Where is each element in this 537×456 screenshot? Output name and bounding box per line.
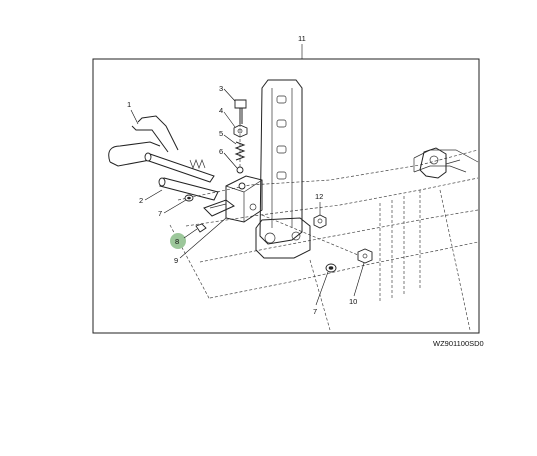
- highlight-callout-8: [170, 233, 186, 249]
- vertical-upright: [255, 79, 311, 259]
- bolt-part-8: [195, 223, 207, 233]
- callout-11: 11: [298, 34, 306, 43]
- callouts: 1 2 3 4 5 6 7 8 9 12 10 7: [127, 84, 365, 316]
- callout-3: 3: [219, 84, 223, 93]
- tractor-frame-outline: [169, 149, 479, 331]
- callout-7-bottom: 7: [313, 307, 317, 316]
- nut-12-hole: [317, 218, 323, 224]
- callout-6: 6: [219, 147, 223, 156]
- leader-10: [353, 262, 365, 297]
- leader-4: [223, 111, 236, 128]
- hitch-pin-assembly: [108, 115, 263, 223]
- callout-5: 5: [219, 129, 223, 138]
- spring-part-5: [234, 141, 246, 161]
- diagram-frame: [92, 58, 480, 334]
- callout-1: 1: [127, 100, 131, 109]
- callout-4: 4: [219, 106, 223, 115]
- leader-5: [223, 134, 237, 145]
- ball-part-6: [236, 166, 244, 174]
- leader-9: [179, 217, 227, 259]
- leader-7-bottom: [315, 271, 329, 306]
- callout-12: 12: [315, 192, 323, 201]
- leader-1: [130, 109, 139, 125]
- nut-10-hole: [362, 253, 368, 259]
- nut-part-4: [233, 124, 248, 138]
- leader-6: [223, 152, 238, 169]
- figure-code: WZ901100SD0: [433, 339, 484, 348]
- rear-bracket: [419, 147, 461, 179]
- callout-9: 9: [174, 256, 178, 265]
- callout-2: 2: [139, 196, 143, 205]
- leader-3: [223, 88, 236, 102]
- callout-8: 8: [175, 237, 179, 246]
- washer-7-bottom-hole: [328, 266, 334, 270]
- nut-part-12: [313, 214, 327, 229]
- callout-7-left: 7: [158, 209, 162, 218]
- callout-10: 10: [349, 297, 357, 306]
- washer-7-left-hole: [187, 196, 191, 200]
- leader-2: [144, 189, 163, 201]
- nut-part-10: [357, 248, 373, 264]
- bolt-part-3: [234, 99, 247, 124]
- leader-7-left: [163, 199, 187, 214]
- axis-bolt-line: [261, 214, 359, 256]
- leader-8: [183, 228, 198, 239]
